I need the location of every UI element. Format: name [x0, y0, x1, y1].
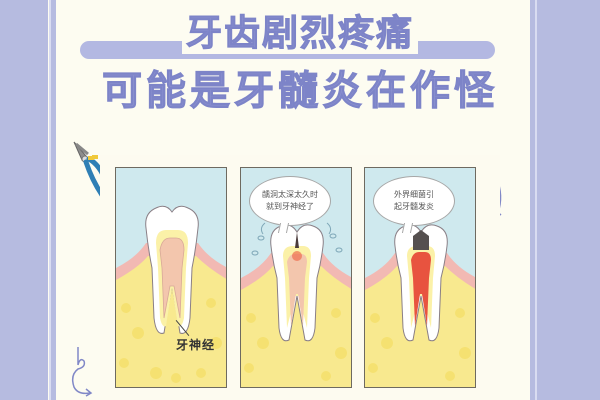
speech-bubble-cavity: 龋洞太深太久时 就到牙神经了 [249, 176, 331, 226]
loop-arrow-icon [71, 347, 93, 397]
right-border-strip-inner [530, 0, 535, 400]
left-border-strip-inner [51, 0, 56, 400]
pulpitis-tooth-illustration [365, 224, 475, 387]
panel-pulpitis: 外界细菌引 起牙髓发炎 [364, 167, 476, 388]
cavity-tooth-illustration [241, 222, 351, 387]
title-line-1: 牙齿剧烈疼痛 [0, 4, 600, 56]
panel-deep-cavity: 龋洞太深太久时 就到牙神经了 [240, 167, 352, 388]
left-border-strip [0, 0, 48, 400]
right-border-strip [537, 0, 600, 400]
bubble-line-2: 就到牙神经了 [266, 202, 314, 211]
healthy-tooth-illustration [116, 205, 226, 387]
speech-bubble-pulpitis: 外界细菌引 起牙髓发炎 [373, 176, 455, 226]
bubble-line-1: 龋洞太深太久时 [262, 190, 318, 199]
right-border-line [535, 0, 537, 400]
nerve-label: 牙神经 [176, 338, 216, 352]
bubble-line-2: 起牙髓发炎 [394, 202, 434, 211]
left-border-line [49, 0, 51, 400]
panel-healthy-tooth: 牙神经 [115, 167, 227, 388]
bubble-line-1: 外界细菌引 [394, 190, 434, 199]
title-line-1-text: 牙齿剧烈疼痛 [181, 13, 418, 55]
title-line-2: 可能是牙髓炎在作怪 [102, 68, 498, 115]
